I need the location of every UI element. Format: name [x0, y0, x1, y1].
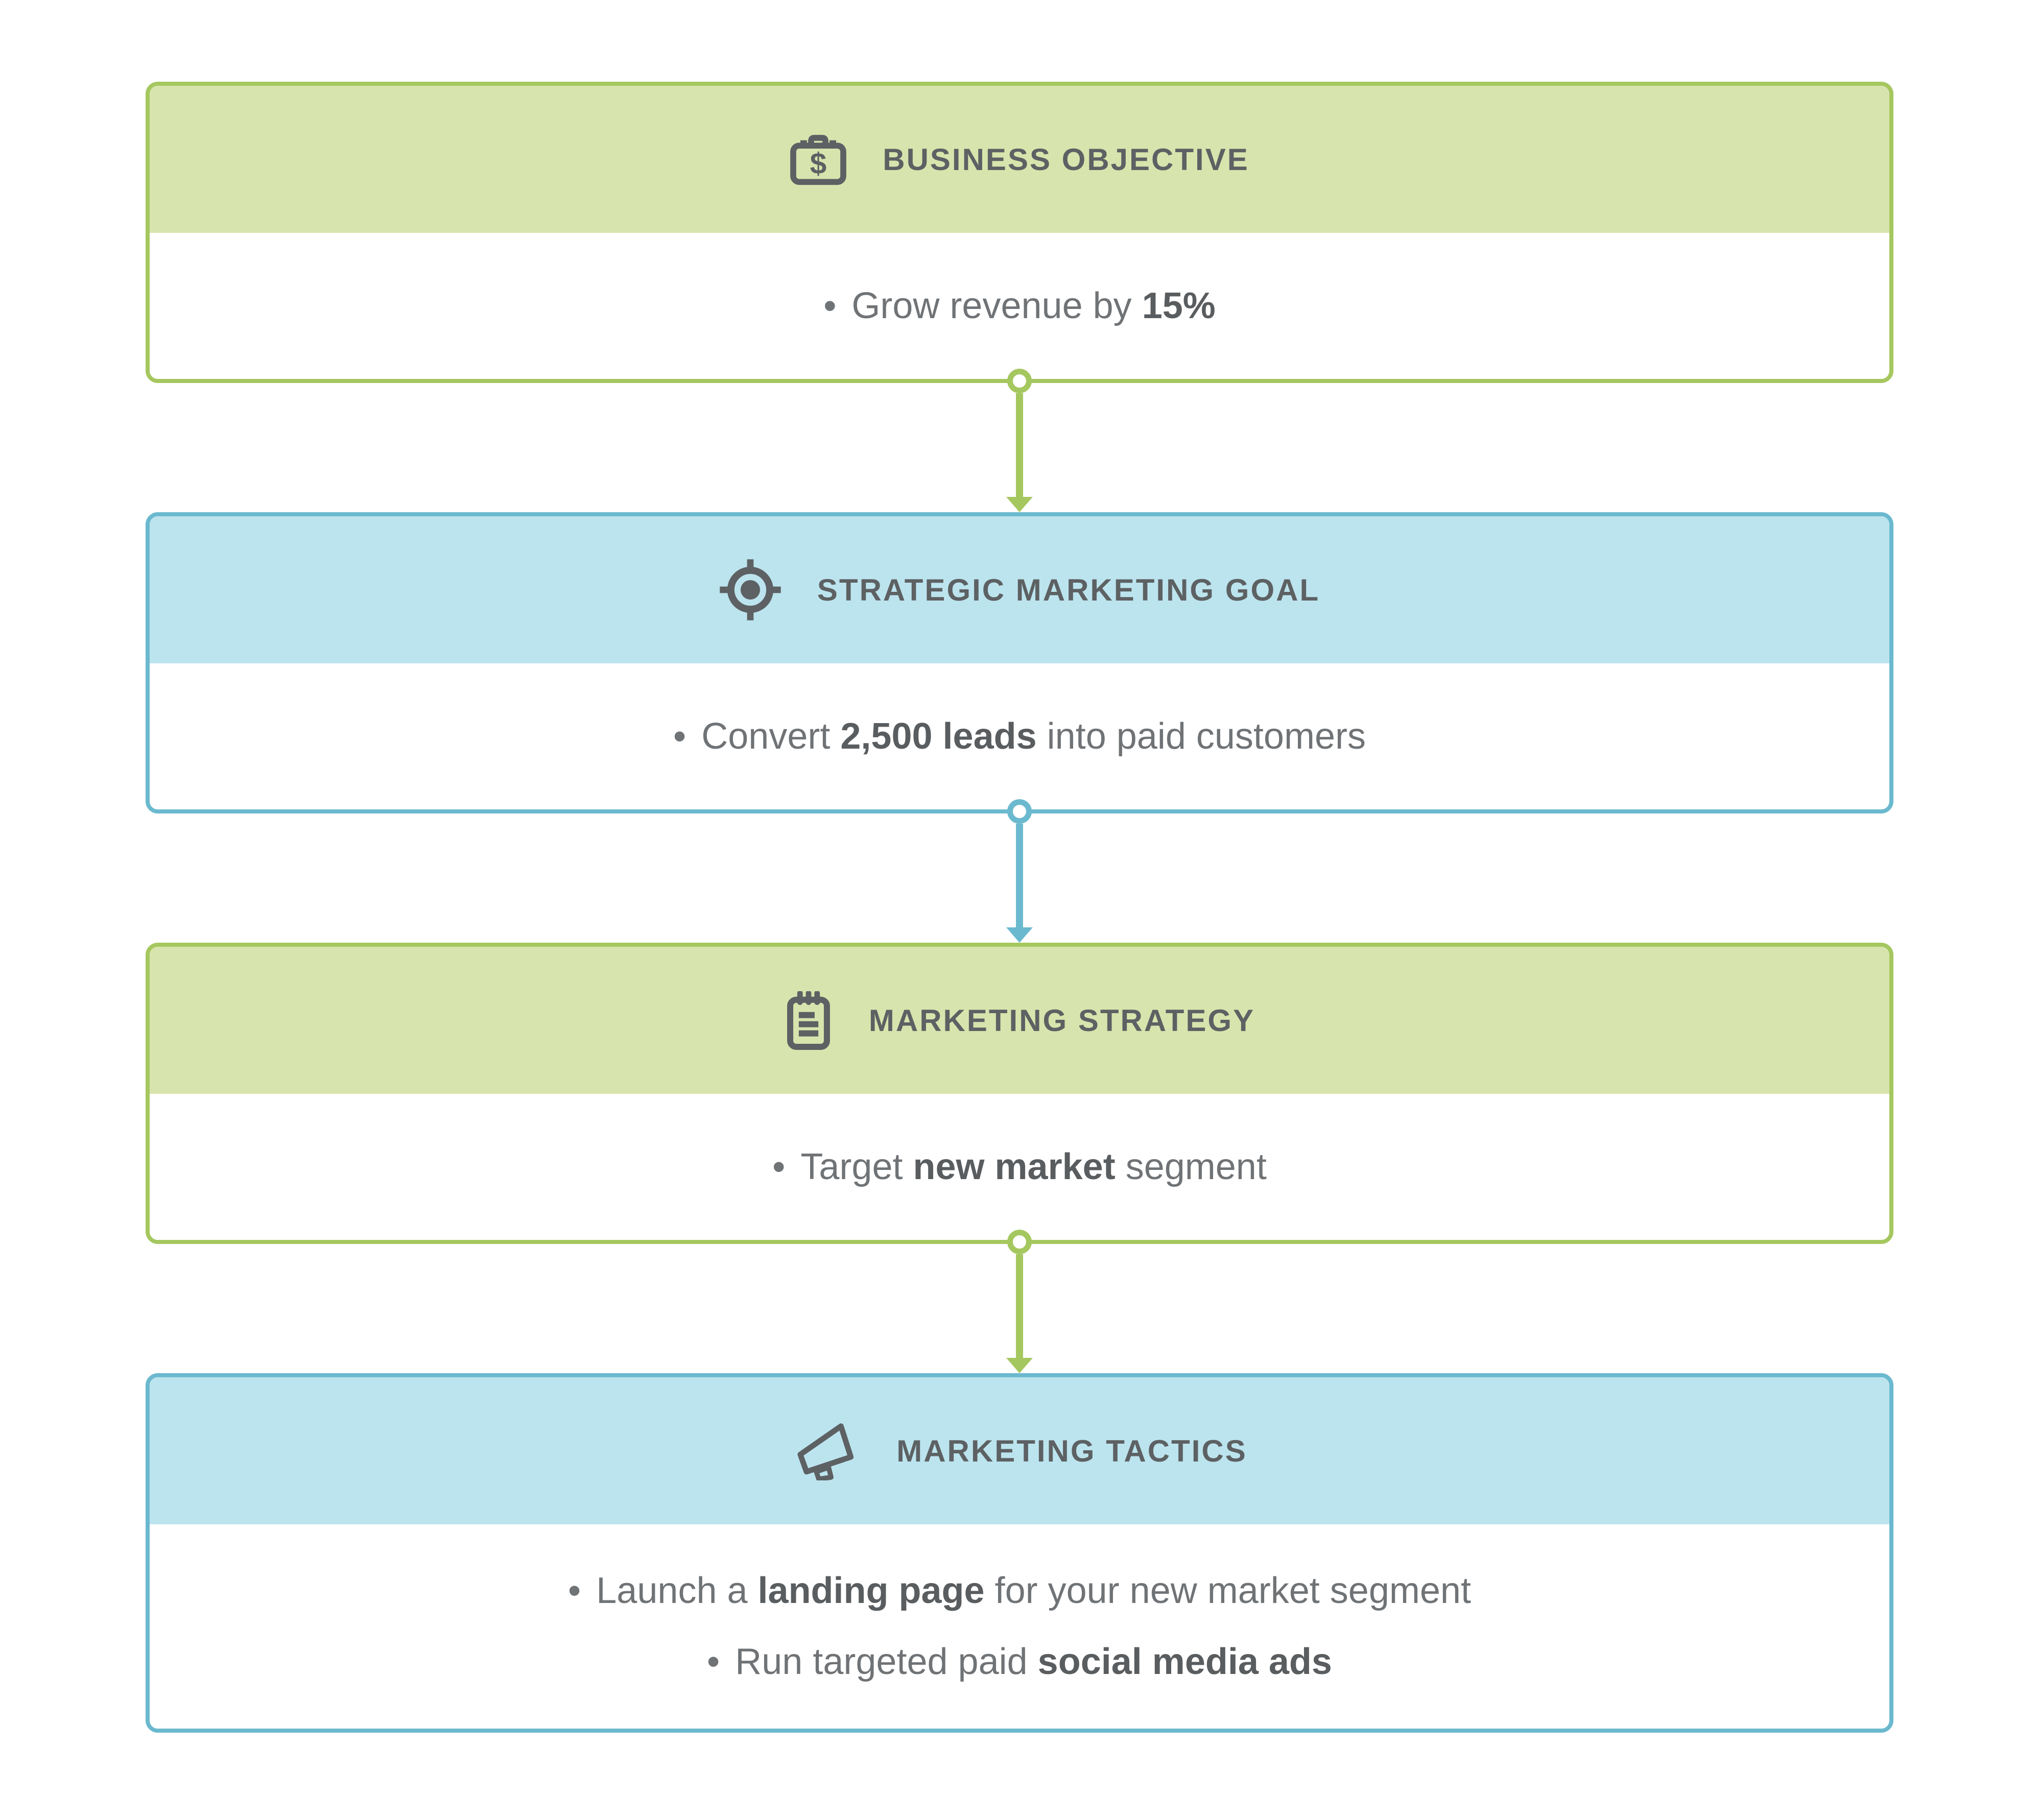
- connector-line: [1016, 393, 1023, 497]
- box-header: STRATEGIC MARKETING GOAL: [150, 516, 1889, 663]
- box-title: STRATEGIC MARKETING GOAL: [817, 572, 1320, 607]
- box-header: $ BUSINESS OBJECTIVE: [150, 86, 1889, 233]
- money-briefcase-icon: $: [790, 133, 847, 186]
- box-marketing-strategy: MARKETING STRATEGY • Target new market se…: [146, 943, 1893, 1244]
- bullet-item: • Convert 2,500 leads into paid customers: [673, 715, 1366, 758]
- bullet-text: Target: [800, 1146, 913, 1187]
- bullet-icon: •: [823, 285, 837, 326]
- box-body: • Launch a landing page for your new mark…: [150, 1524, 1889, 1729]
- connector: [146, 799, 1893, 943]
- box-business-objective: $ BUSINESS OBJECTIVE • Grow revenue by 15…: [146, 82, 1893, 383]
- box-title: MARKETING STRATEGY: [868, 1003, 1255, 1038]
- bullet-text-wrap: Grow revenue by 15%: [851, 285, 1215, 326]
- svg-text:$: $: [810, 147, 826, 180]
- box-title: MARKETING TACTICS: [896, 1433, 1247, 1468]
- bullet-list: • Grow revenue by 15%: [823, 285, 1216, 327]
- box-body: • Convert 2,500 leads into paid customers: [150, 663, 1889, 809]
- bullet-icon: •: [772, 1146, 786, 1187]
- bullet-text-bold: 15%: [1142, 285, 1216, 326]
- bullet-item: • Grow revenue by 15%: [823, 285, 1216, 327]
- bullet-icon: •: [673, 715, 686, 757]
- connector-node-icon: [1007, 369, 1032, 393]
- box-marketing-tactics: MARKETING TACTICS • Launch a landing page…: [146, 1373, 1893, 1733]
- box-strategic-marketing-goal: STRATEGIC MARKETING GOAL • Convert 2,500 …: [146, 512, 1893, 813]
- bullet-list: • Target new market segment: [772, 1146, 1267, 1188]
- bullet-icon: •: [568, 1570, 581, 1612]
- box-header: MARKETING STRATEGY: [150, 947, 1889, 1094]
- connector: [146, 369, 1893, 512]
- box-body: • Target new market segment: [150, 1094, 1889, 1240]
- marketing-plan-flowchart: $ BUSINESS OBJECTIVE • Grow revenue by 15…: [146, 82, 1893, 1733]
- connector-node-icon: [1007, 1230, 1032, 1254]
- bullet-text: into paid customers: [1036, 715, 1366, 757]
- bullet-text-wrap: Launch a landing page for your new marke…: [596, 1570, 1471, 1611]
- bullet-item: • Target new market segment: [772, 1146, 1267, 1188]
- notepad-icon: [784, 991, 833, 1050]
- bullet-list: • Convert 2,500 leads into paid customers: [673, 715, 1366, 758]
- box-header: MARKETING TACTICS: [150, 1377, 1889, 1524]
- bullet-icon: •: [707, 1641, 720, 1682]
- bullet-text: Grow revenue by: [851, 285, 1142, 326]
- arrow-down-icon: [1006, 1358, 1033, 1373]
- bullet-text: for your new market segment: [984, 1570, 1471, 1612]
- box-body: • Grow revenue by 15%: [150, 233, 1889, 379]
- bullet-list: • Launch a landing page for your new mark…: [568, 1570, 1471, 1683]
- bullet-text: Run targeted paid: [735, 1641, 1038, 1682]
- bullet-item: • Launch a landing page for your new mark…: [568, 1570, 1471, 1612]
- bullet-text-wrap: Run targeted paid social media ads: [735, 1641, 1332, 1682]
- bullet-text-bold: 2,500 leads: [840, 715, 1037, 757]
- bullet-text-wrap: Convert 2,500 leads into paid customers: [701, 716, 1366, 757]
- bullet-text: segment: [1115, 1146, 1267, 1187]
- connector-line: [1016, 824, 1023, 927]
- bullet-text-bold: new market: [913, 1146, 1116, 1187]
- connector-node-icon: [1007, 799, 1032, 824]
- bullet-text: Launch a: [596, 1570, 758, 1612]
- arrow-down-icon: [1006, 497, 1033, 512]
- box-title: BUSINESS OBJECTIVE: [883, 142, 1249, 177]
- target-icon: [719, 559, 781, 621]
- connector-line: [1016, 1254, 1023, 1358]
- arrow-down-icon: [1006, 927, 1033, 943]
- bullet-text-bold: social media ads: [1037, 1641, 1332, 1682]
- connector: [146, 1230, 1893, 1373]
- megaphone-icon: [792, 1421, 861, 1480]
- bullet-item: • Run targeted paid social media ads: [568, 1641, 1471, 1683]
- bullet-text: Convert: [701, 715, 841, 757]
- bullet-text-bold: landing page: [757, 1570, 985, 1612]
- bullet-text-wrap: Target new market segment: [800, 1146, 1266, 1187]
